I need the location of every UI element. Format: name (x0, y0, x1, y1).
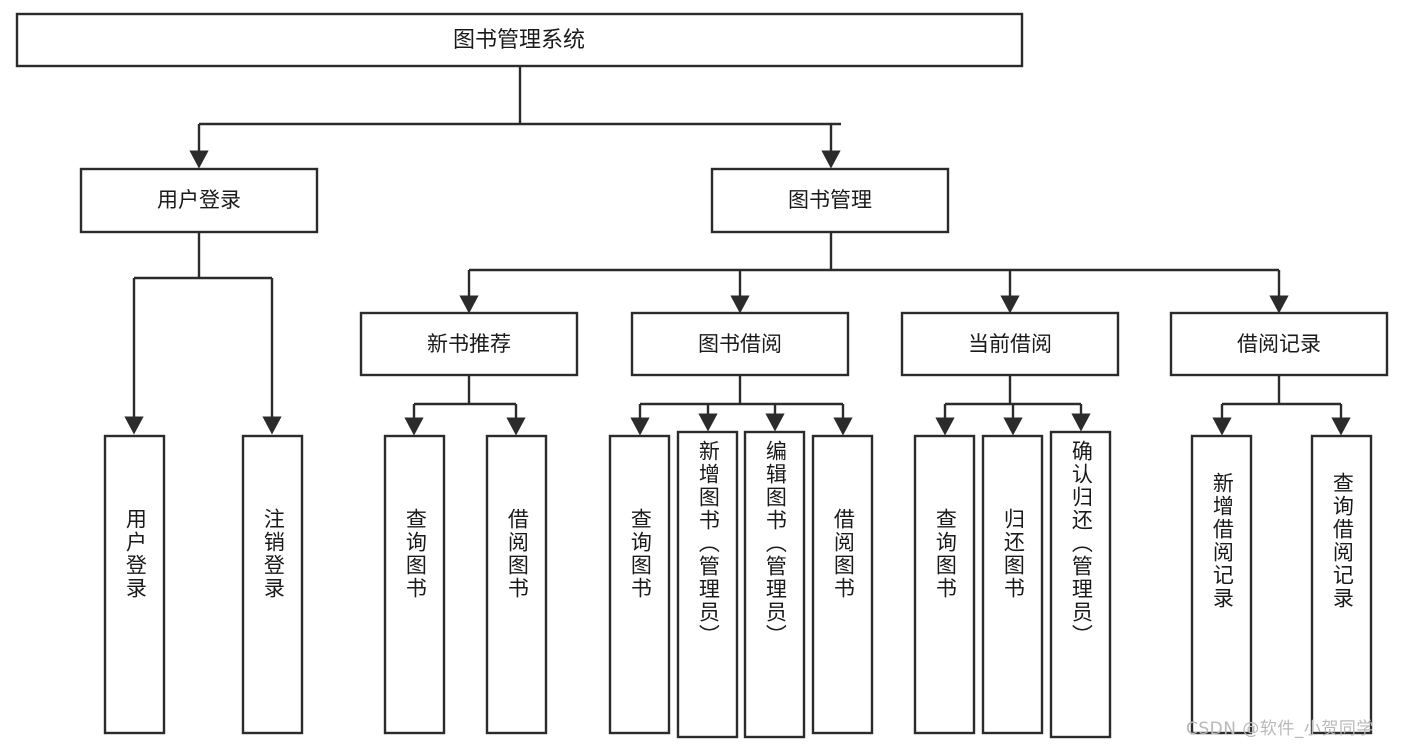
node-root[interactable] (15, 12, 1024, 68)
node-leaf-logout[interactable] (241, 434, 304, 735)
node-leaf-add-book[interactable] (676, 430, 739, 739)
node-leaf-borrow-book-1[interactable] (485, 434, 548, 735)
node-book-borrow-label: 图书借阅 (698, 332, 782, 356)
node-leaf-query-book-3[interactable] (913, 434, 976, 735)
node-root-label: 图书管理系统 (453, 28, 585, 53)
node-leaf-confirm-return[interactable] (1049, 430, 1112, 739)
node-leaf-user-login[interactable] (103, 434, 166, 735)
node-current-borrow-label: 当前借阅 (968, 332, 1052, 356)
node-leaf-borrow-book-2[interactable] (811, 434, 874, 735)
node-user-login-label: 用户登录 (157, 188, 241, 212)
node-current-borrow[interactable] (900, 311, 1120, 377)
node-new-book-recommend[interactable] (359, 311, 579, 377)
node-book-manage[interactable] (710, 167, 950, 234)
node-book-manage-label: 图书管理 (788, 188, 872, 212)
node-borrow-record[interactable] (1169, 311, 1389, 377)
node-leaf-return-book[interactable] (981, 434, 1044, 735)
node-user-login[interactable] (79, 167, 319, 234)
node-leaf-query-book-1[interactable] (383, 434, 446, 735)
node-book-borrow[interactable] (630, 311, 850, 377)
node-leaf-query-book-2[interactable] (608, 434, 671, 735)
csdn-watermark: CSDN @软件_小贺同学 (1186, 719, 1374, 739)
node-leaf-query-record[interactable] (1310, 434, 1373, 735)
node-layer: 图书管理系统 用户登录 图书管理 新书推荐 图书借阅 当前借阅 借阅记录 (15, 12, 1389, 739)
node-leaf-edit-book[interactable] (743, 430, 806, 739)
node-borrow-record-label: 借阅记录 (1237, 332, 1321, 356)
node-leaf-add-record[interactable] (1190, 434, 1253, 735)
node-new-book-recommend-label: 新书推荐 (427, 332, 511, 356)
connector-layer (124, 66, 1351, 436)
